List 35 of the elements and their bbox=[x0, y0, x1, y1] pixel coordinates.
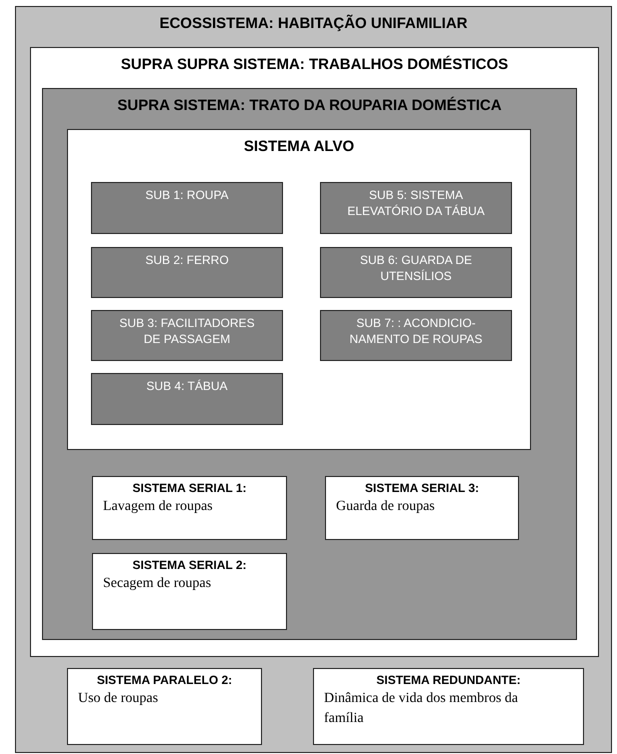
subsystem-label: SUB 7: : ACONDICIO-NAMENTO DE ROUPAS bbox=[348, 315, 484, 347]
system-box bbox=[313, 668, 584, 745]
system-box bbox=[67, 668, 262, 745]
subsystem-box bbox=[91, 182, 283, 234]
system-box bbox=[92, 476, 287, 540]
subsystem-box bbox=[91, 247, 283, 298]
system-description: Uso de roupas bbox=[78, 690, 160, 708]
container-heading: ECOSSISTEMA: HABITAÇÃO UNIFAMILIAR bbox=[158, 15, 469, 32]
system-heading: SISTEMA REDUNDANTE: bbox=[375, 673, 522, 687]
subsystem-box bbox=[320, 310, 512, 361]
subsystem-box bbox=[91, 310, 283, 361]
system-heading: SISTEMA SERIAL 1: bbox=[131, 481, 248, 495]
system-description: Secagem de roupas bbox=[103, 575, 212, 593]
system-box bbox=[325, 476, 519, 540]
subsystem-label: SUB 2: FERRO bbox=[144, 252, 230, 268]
system-heading: SISTEMA SERIAL 2: bbox=[131, 558, 248, 572]
system-description: Dinâmica de vida dos membros da família bbox=[324, 690, 520, 728]
system-heading: SISTEMA PARALELO 2: bbox=[96, 673, 234, 687]
system-heading: SISTEMA SERIAL 3: bbox=[364, 481, 480, 495]
ecosystem-container bbox=[15, 6, 612, 753]
subsystem-label: SUB 1: ROUPA bbox=[144, 187, 230, 203]
subsystem-box bbox=[320, 182, 512, 234]
subsystem-label: SUB 3: FACILITADORES DE PASSAGEM bbox=[118, 315, 256, 347]
subsystem-label: SUB 6: GUARDA DE UTENSÍLIOS bbox=[358, 252, 474, 284]
system-box bbox=[92, 553, 287, 630]
container-heading: SISTEMA ALVO bbox=[242, 138, 356, 155]
container-heading: SUPRA SISTEMA: TRATO DA ROUPARIA DOMÉSTICA bbox=[116, 97, 503, 114]
subsystem-box bbox=[320, 247, 512, 298]
subsystem-label: SUB 5: SISTEMA ELEVATÓRIO DA TÁBUA bbox=[346, 187, 486, 219]
system-description: Guarda de roupas bbox=[336, 498, 436, 516]
subsystem-box bbox=[91, 373, 283, 425]
subsystem-label: SUB 4: TÁBUA bbox=[145, 378, 229, 394]
container-heading: SUPRA SUPRA SISTEMA: TRABALHOS DOMÉSTICOS bbox=[120, 56, 510, 73]
system-container bbox=[67, 129, 531, 450]
system-description: Lavagem de roupas bbox=[103, 498, 214, 516]
